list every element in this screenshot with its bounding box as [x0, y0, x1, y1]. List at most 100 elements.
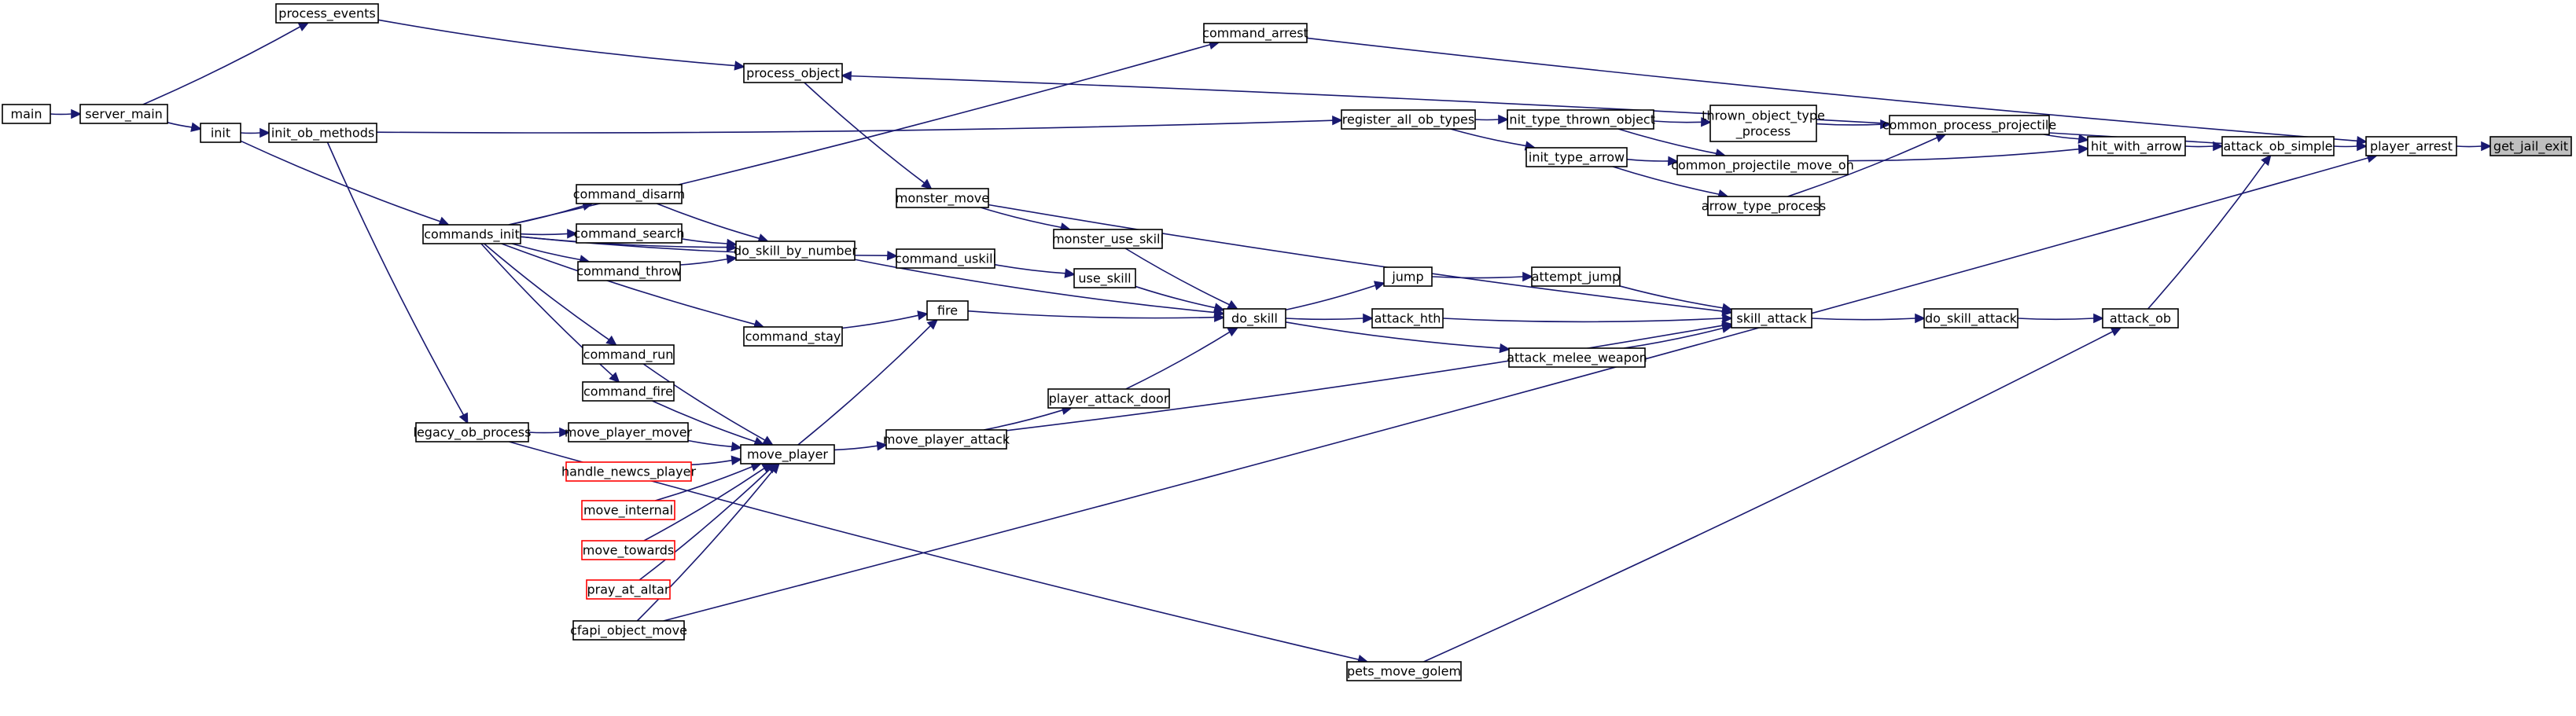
edge-line — [484, 243, 610, 340]
node-label: process_object — [746, 66, 840, 82]
node-box — [2102, 308, 2179, 329]
node-skill-attack[interactable]: skill_attack — [1731, 308, 1812, 329]
node-command-uskill[interactable]: command_uskill — [895, 248, 996, 269]
node-move-player-mover[interactable]: move_player_mover — [565, 422, 693, 442]
edge-line — [841, 314, 919, 329]
edge-main-to-server-main — [50, 108, 82, 119]
node-do-skill-by-number[interactable]: do_skill_by_number — [734, 241, 857, 261]
node-command-search[interactable]: command_search — [573, 223, 685, 244]
node-box — [2221, 136, 2335, 156]
node-process-object[interactable]: process_object — [743, 63, 843, 83]
node-label: player_attack_door — [1049, 391, 1169, 407]
node-attack-ob[interactable]: attack_ob — [2102, 308, 2179, 329]
edge-legacy-ob-process-to-move-player-mover — [528, 427, 570, 438]
node-do-skill[interactable]: do_skill — [1223, 308, 1286, 329]
node-player-attack-door[interactable]: player_attack_door — [1047, 388, 1170, 409]
node-move-player[interactable]: move_player — [740, 444, 835, 464]
edge-attack-hth-to-skill-attack — [1442, 313, 1733, 324]
node-label: command_fire — [583, 384, 673, 400]
node-label: server_main — [85, 107, 163, 123]
node-use-skill[interactable]: use_skill — [1073, 268, 1136, 288]
node-server-main[interactable]: server_main — [79, 104, 168, 124]
node-init[interactable]: init — [200, 123, 241, 143]
node-box — [1923, 308, 2018, 329]
node-box — [896, 188, 989, 208]
edge-arrowhead — [567, 229, 578, 239]
node-command-throw[interactable]: command_throw — [576, 261, 682, 281]
node-box — [572, 620, 685, 641]
node-move-internal[interactable]: move_internal — [581, 500, 675, 520]
node-init-type-arrow[interactable]: init_type_arrow — [1525, 147, 1628, 167]
node-move-towards[interactable]: move_towards — [581, 540, 675, 560]
edge-move-player-attack-to-player-attack-door — [983, 405, 1073, 431]
node-main[interactable]: main — [2, 104, 51, 124]
node-move-player-attack[interactable]: move_player_attack — [883, 429, 1010, 450]
node-box — [1531, 266, 1621, 287]
node-init-ob-methods[interactable]: init_ob_methods — [268, 123, 377, 143]
edge-arrowhead — [2356, 136, 2368, 146]
edge-arrowhead — [297, 22, 310, 31]
node-label: init — [211, 126, 230, 141]
edge-arrowhead — [926, 318, 939, 330]
node-commands-init[interactable]: commands_init — [422, 224, 521, 244]
node-jump[interactable]: jump — [1383, 266, 1433, 287]
edge-common-process-projectile-to-hit-with-arrow — [2043, 134, 2089, 144]
node-attack-hth[interactable]: attack_hth — [1371, 308, 1444, 329]
node-label: attack_ob_simple — [2224, 139, 2333, 155]
node-command-arrest[interactable]: command_arrest — [1202, 23, 1308, 43]
node-attack-melee-weapon[interactable]: attack_melee_weapon — [1507, 347, 1647, 368]
node-monster-move[interactable]: monster_move — [896, 188, 989, 208]
edge-line — [1442, 318, 1724, 323]
node-pray-at-altar[interactable]: pray_at_altar — [586, 579, 671, 600]
node-label: monster_use_skill — [1052, 232, 1164, 248]
node-attempt-jump[interactable]: attempt_jump — [1531, 266, 1621, 287]
node-cfapi-object-move[interactable]: cfapi_object_move — [570, 620, 687, 641]
node-legacy-ob-process[interactable]: legacy_ob_process — [414, 422, 532, 442]
node-label: process_events — [278, 6, 375, 22]
node-register-all-ob-types[interactable]: register_all_ob_types — [1341, 109, 1476, 130]
node-command-disarm[interactable]: command_disarm — [573, 184, 685, 204]
node-process-events[interactable]: process_events — [275, 3, 379, 24]
node-box — [1889, 115, 2050, 135]
node-command-run[interactable]: command_run — [582, 344, 675, 365]
node-label: handle_newcs_player — [561, 464, 696, 480]
edge-arrowhead — [605, 335, 617, 347]
node-box — [1053, 229, 1163, 249]
node-label: thrown_object_type — [1702, 108, 1825, 124]
node-label: cfapi_object_move — [570, 623, 687, 639]
node-command-fire[interactable]: command_fire — [582, 381, 675, 402]
edge-arrowhead — [2261, 154, 2272, 167]
edge-attack-melee-weapon-to-skill-attack — [1623, 323, 1733, 349]
node-monster-use-skill[interactable]: monster_use_skill — [1052, 229, 1164, 249]
edge-line — [2184, 145, 2214, 148]
node-box — [2, 104, 51, 124]
node-box — [743, 63, 843, 83]
node-fire[interactable]: fire — [926, 300, 969, 321]
node-box — [2365, 136, 2457, 156]
node-command-stay[interactable]: command_stay — [743, 326, 843, 347]
edge-common-projectile-move-on-to-hit-with-arrow — [1847, 144, 2089, 162]
node-hit-with-arrow[interactable]: hit_with_arrow — [2087, 136, 2186, 156]
node-box — [1346, 661, 1462, 681]
node-common-process-projectile[interactable]: common_process_projectile — [1882, 115, 2056, 135]
edge-line — [687, 439, 733, 448]
node-do-skill-attack[interactable]: do_skill_attack — [1923, 308, 2018, 329]
node-init-type-thrown-object[interactable]: init_type_thrown_object — [1506, 109, 1655, 130]
node-attack-ob-simple[interactable]: attack_ob_simple — [2221, 136, 2335, 156]
node-player-arrest[interactable]: player_arrest — [2365, 136, 2457, 156]
edge-line — [679, 258, 728, 266]
node-arrow-type-process[interactable]: arrow_type_process — [1702, 196, 1826, 216]
edge-commands-init-to-command-search — [520, 229, 578, 239]
edge-do-skill-to-jump — [1285, 281, 1386, 311]
node-handle-newcs-player[interactable]: handle_newcs_player — [561, 461, 696, 482]
edge-register-all-ob-types-to-init-type-thrown-object — [1474, 114, 1509, 125]
node-common-projectile-move-on[interactable]: common_projectile_move_on — [1671, 155, 1854, 175]
node-pets-move-golem[interactable]: pets_move_golem — [1346, 661, 1462, 681]
edge-server-main-to-process-events — [142, 22, 310, 105]
edge-line — [1787, 137, 1938, 197]
node-thrown-object-type-process[interactable]: thrown_object_type_process — [1702, 105, 1825, 142]
edge-cfapi-object-move-to-move-player — [636, 462, 780, 622]
edge-line — [1285, 285, 1376, 311]
node-box — [2087, 136, 2186, 156]
node-label: jump — [1391, 270, 1423, 285]
